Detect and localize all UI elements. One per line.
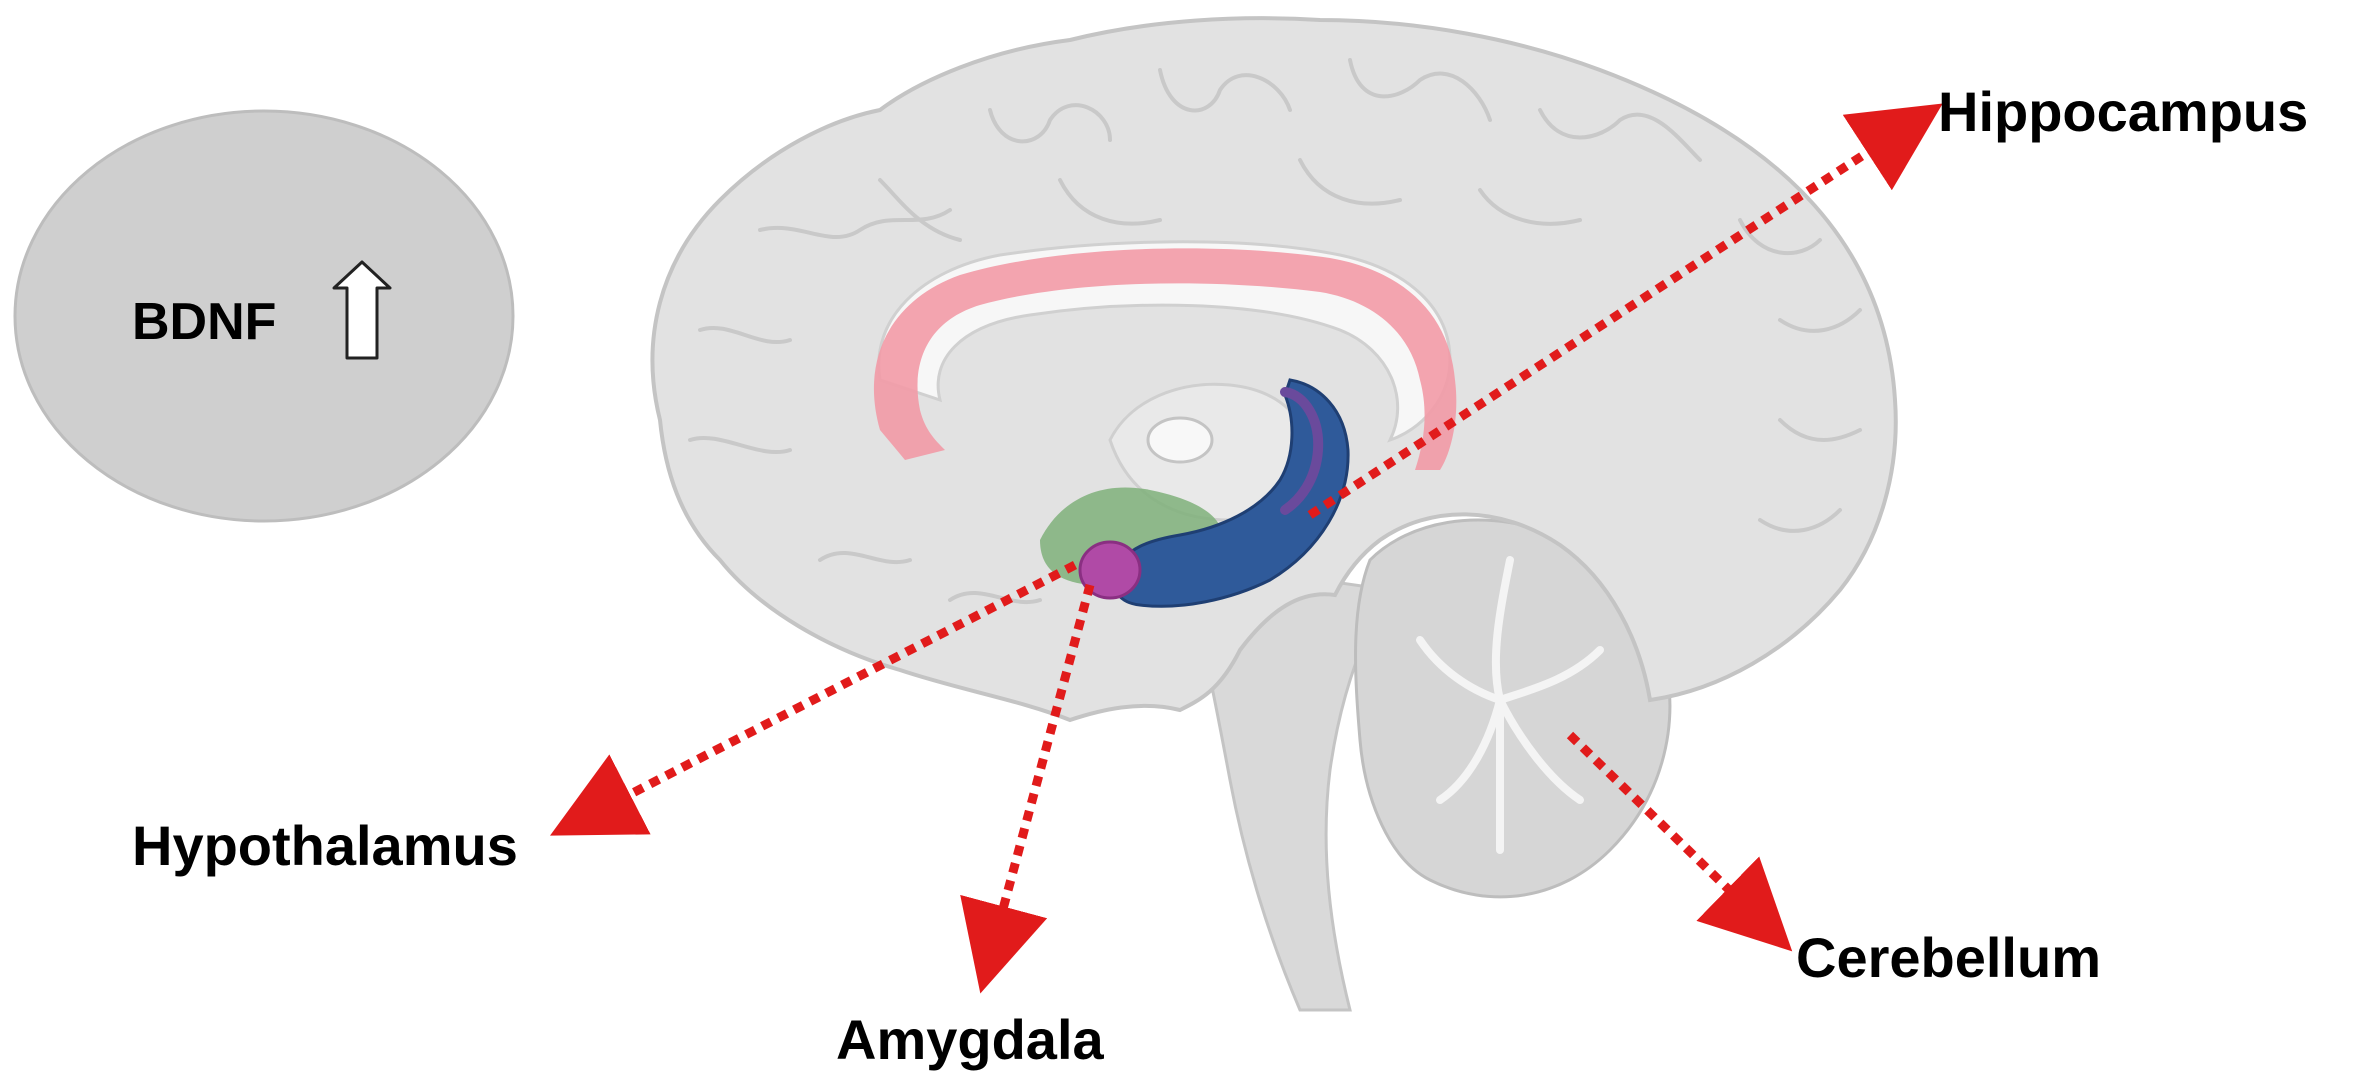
amygdala-region (1078, 540, 1142, 600)
label-amygdala: Amygdala (836, 1008, 1104, 1071)
pointer-amygdala (960, 583, 1095, 994)
cerebellum-region (1354, 518, 1672, 899)
gyri-folds (688, 58, 1862, 605)
interthalamic-adhesion (1146, 416, 1214, 464)
up-arrow-icon (332, 260, 392, 360)
brainstem (1177, 558, 1393, 1012)
label-cerebellum: Cerebellum (1796, 926, 2101, 989)
label-hypothalamus: Hypothalamus (132, 814, 518, 877)
label-hippocampus: Hippocampus (1938, 80, 2309, 143)
bdnf-badge (13, 109, 515, 523)
hippocampus-region (1112, 378, 1350, 608)
pointer-cerebellum (1566, 731, 1793, 952)
fornix (1280, 387, 1324, 515)
pointer-arrows (550, 103, 1943, 994)
cerebrum (650, 16, 1898, 723)
pointer-hypothalamus (550, 561, 1078, 836)
cingulate-region (873, 248, 1457, 470)
bdnf-label: BDNF (132, 293, 277, 351)
